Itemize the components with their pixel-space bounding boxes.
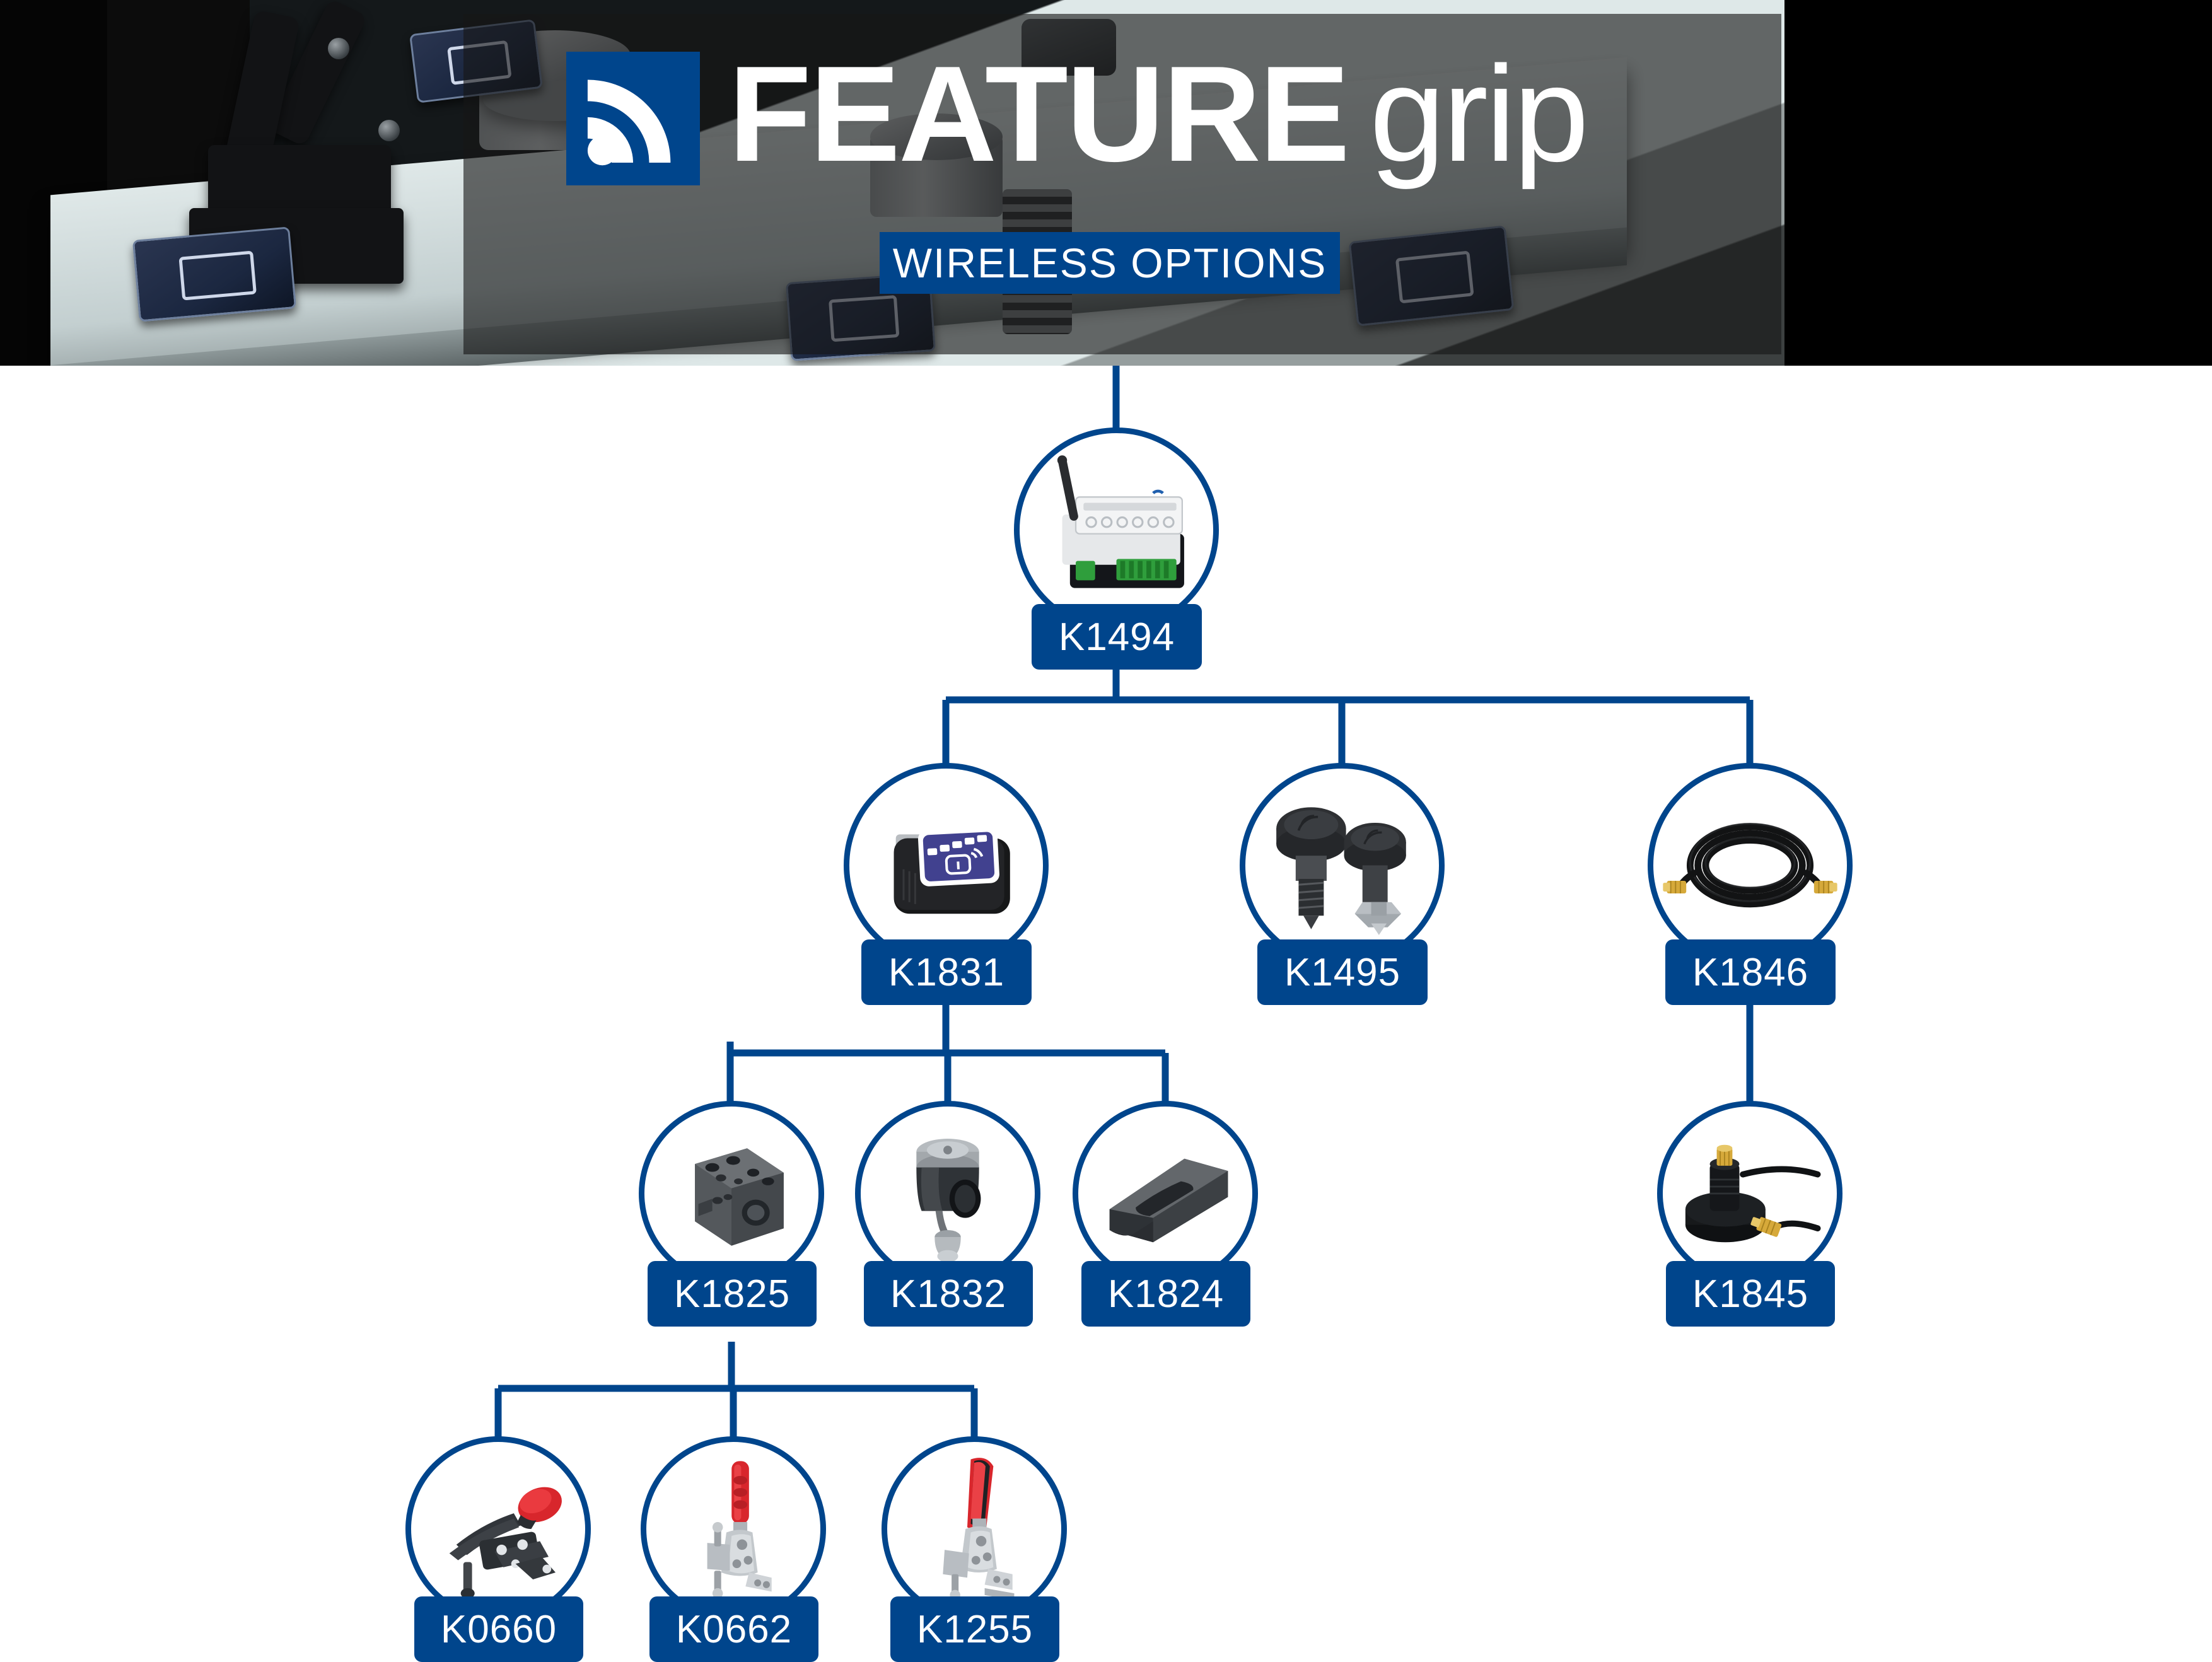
brand-wordmark: FEATURE grip — [728, 37, 1589, 190]
brand-name-bold: FEATURE — [728, 37, 1350, 190]
node-k1832-image — [855, 1101, 1040, 1286]
wireless-signal-icon — [566, 52, 700, 185]
product-tree-diagram: K1494 — [0, 366, 2212, 1662]
subtitle-text: WIRELESS OPTIONS — [892, 240, 1327, 286]
cylindrical-position-sensor-icon — [861, 1107, 1035, 1281]
vertical-toggle-clamp-icon — [646, 1442, 820, 1616]
node-k1845-label[interactable]: K1845 — [1666, 1261, 1835, 1327]
node-k0660-image — [405, 1436, 591, 1622]
node-k1831-label[interactable]: K1831 — [861, 939, 1032, 1005]
horizontal-toggle-clamp-icon — [411, 1442, 585, 1616]
node-k1494-label[interactable]: K1494 — [1032, 604, 1202, 670]
wireless-indexing-plunger-icon — [1245, 769, 1439, 962]
node-k1831-image — [844, 763, 1049, 968]
node-k1825-image — [639, 1101, 824, 1286]
node-k1495-label[interactable]: K1495 — [1257, 939, 1428, 1005]
node-k1846-image — [1648, 763, 1853, 968]
node-k1845-image — [1657, 1101, 1842, 1286]
node-k1824-label[interactable]: K1824 — [1081, 1261, 1250, 1327]
node-k1846-label[interactable]: K1846 — [1665, 939, 1836, 1005]
node-k1255-image — [882, 1436, 1067, 1622]
wireless-sensor-on-table — [132, 226, 297, 322]
node-k1494-image — [1014, 427, 1219, 632]
node-k1255-label[interactable]: K1255 — [890, 1596, 1059, 1662]
node-k0662-image — [641, 1436, 826, 1622]
tree-connector-lines — [494, 366, 1754, 1438]
node-k1832-label[interactable]: K1832 — [864, 1261, 1033, 1327]
sensor-mounting-block-icon — [644, 1107, 818, 1281]
coaxial-antenna-cable-icon — [1653, 769, 1847, 962]
subtitle-banner: WIRELESS OPTIONS — [880, 232, 1340, 294]
gripper-screw-icon — [378, 120, 400, 141]
slotted-clamping-block-icon — [1078, 1107, 1252, 1281]
brand-name-light: grip — [1369, 37, 1589, 190]
node-k0662-label[interactable]: K0662 — [649, 1596, 818, 1662]
gripper-screw-icon — [328, 38, 349, 59]
vertical-toggle-clamp-flat-handle-icon — [887, 1442, 1061, 1616]
magnetic-antenna-base-icon — [1663, 1107, 1837, 1281]
din-rail-wireless-receiver-icon — [1020, 433, 1213, 627]
node-k0660-label[interactable]: K0660 — [414, 1596, 583, 1662]
node-k1825-label[interactable]: K1825 — [648, 1261, 817, 1327]
wireless-sensor-module-icon — [849, 769, 1043, 962]
header-banner: FEATURE grip WIRELESS OPTIONS — [0, 0, 2212, 366]
node-k1495-image — [1240, 763, 1445, 968]
node-k1824-image — [1073, 1101, 1258, 1286]
